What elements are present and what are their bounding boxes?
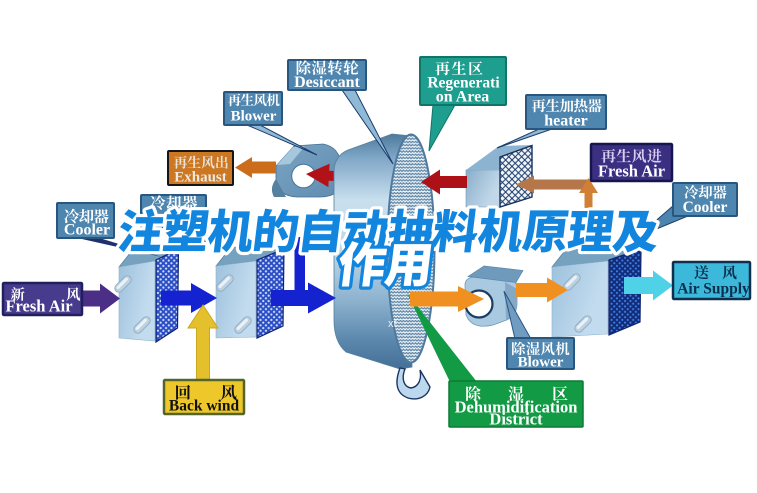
svg-text:Back wind: Back wind [169, 398, 240, 415]
svg-text:on Area: on Area [436, 89, 489, 106]
svg-text:Regenerati: Regenerati [427, 75, 500, 92]
svg-text:Air Supply: Air Supply [677, 281, 750, 298]
svg-text:Fresh Air: Fresh Air [5, 297, 72, 316]
svg-text:Fresh Air: Fresh Air [598, 162, 665, 181]
svg-text:Cooler: Cooler [64, 222, 110, 239]
svg-text:Exhaust: Exhaust [174, 170, 227, 186]
svg-text:Cooler: Cooler [683, 199, 728, 216]
svg-text:xt: xt [388, 318, 397, 330]
svg-text:heater: heater [544, 113, 588, 130]
svg-text:Blower: Blower [518, 355, 564, 371]
svg-text:Blower: Blower [231, 109, 277, 125]
svg-text:District: District [489, 410, 543, 429]
svg-text:Desiccant: Desiccant [294, 74, 360, 91]
svg-text:Dehumidification: Dehumidification [455, 398, 578, 417]
